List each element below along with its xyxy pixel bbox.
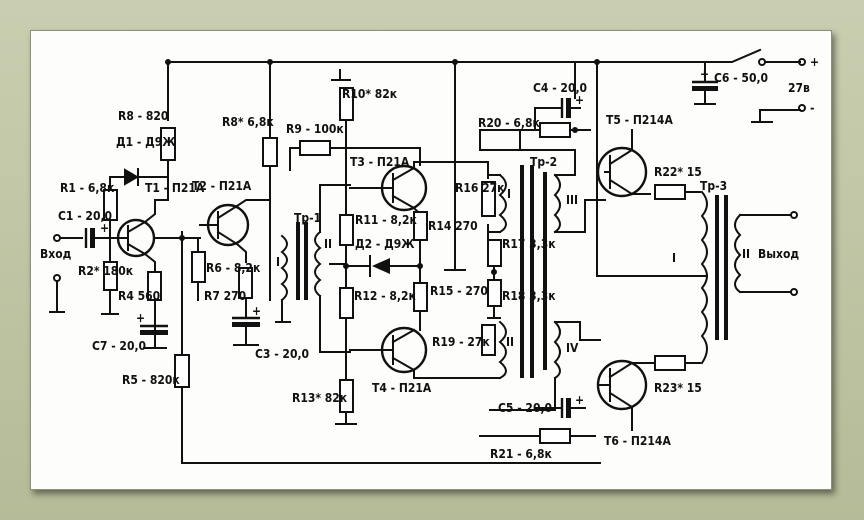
r18-resistor — [487, 279, 502, 307]
t6-transistor — [596, 359, 648, 411]
label-tr1: Tр-1 — [294, 211, 321, 225]
label-t6: T6 - П214А — [604, 434, 671, 448]
label-t4: T4 - П21А — [372, 381, 432, 395]
label-r5: R5 - 820к — [122, 373, 180, 387]
c7-capacitor — [140, 330, 168, 335]
winding-tr2-iv: IV — [566, 341, 579, 355]
c1-capacitor — [90, 228, 95, 248]
label-r8: R8 - 820 — [118, 109, 168, 123]
r8star-resistor — [262, 137, 278, 167]
label-r10: R10* 82к — [342, 87, 398, 101]
label-output: Выход — [758, 247, 799, 261]
label-t5: T5 - П214А — [606, 113, 673, 127]
winding-tr1-i: I — [276, 255, 280, 269]
r16-resistor — [481, 181, 496, 217]
c6-capacitor — [692, 86, 718, 91]
label-r4: R4 560 — [118, 289, 160, 303]
component-labels: R8 - 820 Д1 - Д9Ж R1 - 6,8к C1 - 20,0 T1… — [40, 55, 819, 461]
winding-tr1-ii: II — [324, 237, 332, 251]
label-t3: T3 - П21А — [350, 155, 410, 169]
r6-resistor — [191, 251, 206, 283]
label-r23: R23* 15 — [654, 381, 702, 395]
power-switch — [758, 58, 766, 66]
r11-resistor — [339, 214, 354, 246]
transformer-tr2 — [479, 129, 606, 411]
label-c1: C1 - 20,0 — [58, 209, 112, 223]
label-r7: R7 270 — [204, 289, 246, 303]
polarity-c4: + — [575, 93, 584, 107]
stage-t1 — [49, 127, 201, 464]
r15-resistor — [413, 282, 428, 312]
winding-tr3-ii: II — [742, 247, 750, 261]
label-tr2: Tр-2 — [530, 155, 557, 169]
r14-resistor — [413, 211, 428, 241]
r4-resistor — [147, 271, 162, 301]
label-c5: C5 - 20,0 — [498, 401, 552, 415]
label-t1: T1 - П21А — [145, 181, 205, 195]
label-c7: C7 - 20,0 — [92, 339, 146, 353]
label-r19: R19 - 27к — [432, 335, 490, 349]
label-r22: R22* 15 — [654, 165, 702, 179]
label-r2: R2* 180к — [78, 264, 134, 278]
label-r1: R1 - 6,8к — [60, 181, 115, 195]
r17-resistor — [487, 239, 502, 267]
transformer-tr1 — [269, 184, 351, 353]
power-supply — [692, 58, 806, 123]
label-r21: R21 - 6,8к — [490, 447, 552, 461]
label-r11: R11 - 8,2к — [355, 213, 417, 227]
label-r14: R14 270 — [428, 219, 478, 233]
label-r18: R18 3,3к — [502, 289, 556, 303]
output-stage — [596, 129, 701, 431]
stage-t3-t4 — [331, 69, 489, 425]
transformer-tr3 — [596, 129, 798, 365]
label-t2: T2 - П21А — [192, 179, 252, 193]
polarity-c7: + — [136, 311, 145, 325]
label-tr3: Tр-3 — [700, 179, 727, 193]
label-r13: R13* 82к — [292, 391, 348, 405]
r20-resistor — [539, 122, 571, 138]
label-r12: R12 - 8,2к — [354, 289, 416, 303]
label-r20: R20 - 6,8к — [478, 116, 540, 130]
polarity-supply-plus: + — [810, 55, 819, 69]
schematic-paper — [30, 30, 832, 490]
label-r15: R15 - 270 — [430, 284, 488, 298]
c5-capacitor — [566, 398, 571, 418]
label-d2: Д2 - Д9Ж — [355, 237, 415, 251]
label-r16: R16 27к — [455, 181, 505, 195]
label-r17: R17 3,3к — [502, 237, 556, 251]
label-input: Вход — [40, 247, 72, 261]
c3-capacitor — [232, 322, 260, 327]
d2-diode — [372, 258, 390, 274]
winding-tr3-i: I — [672, 251, 676, 265]
r9-resistor — [299, 140, 331, 156]
polarity-c5: + — [575, 393, 584, 407]
polarity-c1: + — [100, 221, 109, 235]
r19-resistor — [481, 324, 496, 356]
r23-resistor — [654, 355, 686, 371]
label-27v: 27в — [788, 81, 810, 95]
label-r9: R9 - 100к — [286, 122, 344, 136]
polarity-c6: + — [700, 67, 709, 81]
r22-resistor — [654, 184, 686, 200]
label-c6: C6 - 50,0 — [714, 71, 768, 85]
junction-dots — [165, 59, 600, 275]
r12-resistor — [339, 287, 354, 319]
winding-tr2-i: I — [507, 187, 511, 201]
power-rails — [167, 48, 801, 464]
c4-capacitor — [566, 98, 571, 118]
polarity-supply-minus: - — [810, 101, 814, 115]
polarity-c3: + — [252, 304, 261, 318]
label-c3: C3 - 20,0 — [255, 347, 309, 361]
label-c4: C4 - 20,0 — [533, 81, 587, 95]
winding-tr2-ii: II — [506, 335, 514, 349]
label-r6: R6 - 8,2к — [206, 261, 261, 275]
c5-r21-network — [479, 398, 596, 444]
r1-resistor — [103, 189, 118, 221]
label-r8star: R8* 6,8к — [222, 115, 274, 129]
winding-tr2-iii: III — [566, 193, 578, 207]
r21-resistor — [539, 428, 571, 444]
d1-diode — [124, 168, 139, 186]
label-d1: Д1 - Д9Ж — [116, 135, 176, 149]
